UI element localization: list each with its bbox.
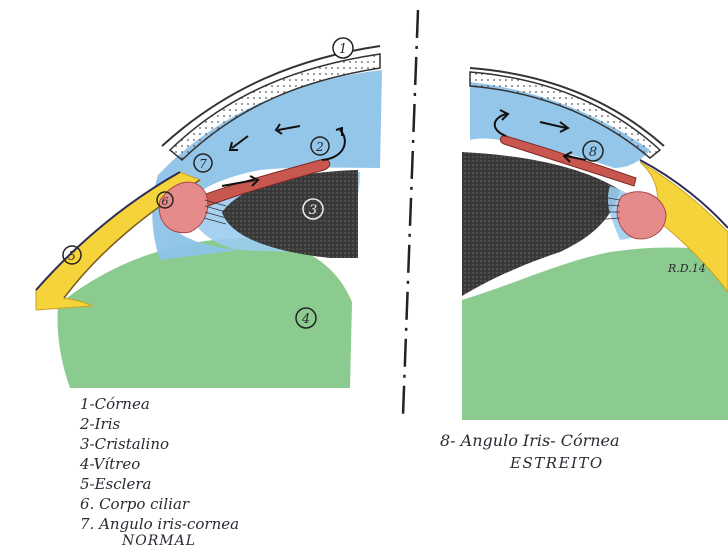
svg-text:8: 8 [589,145,597,160]
svg-text:5: 5 [68,249,76,263]
left-panel-normal [36,46,382,388]
svg-text:4: 4 [301,312,310,327]
legend-item-cornea: 1-Córnea [80,394,340,414]
legend-item-lens: 3-Cristalino [80,434,340,454]
legend: 1-Córnea 2-Iris 3-Cristalino 4-Vítreo 5-… [80,394,340,548]
caption-line-2: ESTREITO [440,452,700,474]
marker-1: 1 [333,38,353,58]
svg-text:3: 3 [309,203,317,218]
svg-text:7: 7 [199,157,207,171]
legend-item-normal-label: NORMAL [80,534,340,548]
legend-item-iris-cornea-angle: 7. Angulo iris-cornea [80,514,340,534]
divider-line [403,10,418,415]
legend-item-iris: 2-Iris [80,414,340,434]
legend-item-sclera: 5-Esclera [80,474,340,494]
legend-item-vitreous: 4-Vítreo [80,454,340,474]
svg-text:6: 6 [162,195,169,208]
caption-line-1: 8- Angulo Iris- Córnea [440,430,700,452]
signature: R.D.14 [667,262,706,275]
legend-item-ciliary-body: 6. Corpo ciliar [80,494,340,514]
caption-narrow-angle: 8- Angulo Iris- Córnea ESTREITO [440,430,700,474]
right-panel-narrow [462,68,728,420]
svg-text:2: 2 [315,140,324,154]
svg-text:1: 1 [339,42,347,57]
